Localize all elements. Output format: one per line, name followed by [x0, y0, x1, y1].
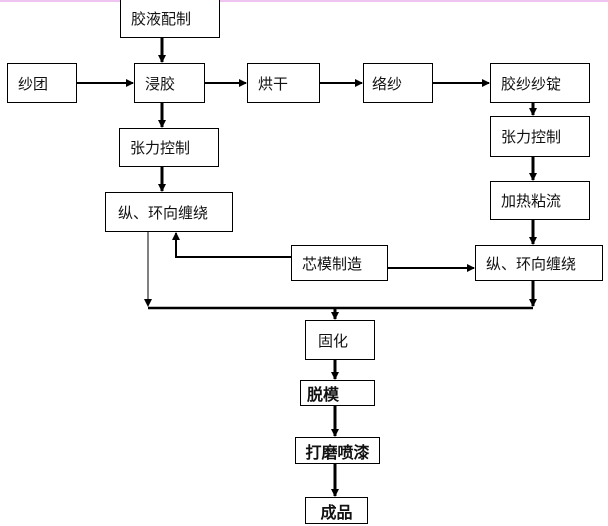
node-glue-yarn-spindle: 胶纱纱锭 — [490, 63, 590, 103]
arrow-mandrel-to-wind-left — [172, 232, 291, 258]
top-border — [0, 0, 608, 2]
node-heat-flow: 加热粘流 — [490, 181, 590, 220]
node-glue-prep: 胶液配制 — [120, 0, 220, 38]
node-drying: 烘干 — [247, 63, 320, 103]
node-winding-yarn: 络纱 — [363, 63, 433, 103]
node-product: 成品 — [305, 497, 368, 524]
node-demolding: 脱模 — [300, 380, 375, 406]
node-grind-paint: 打磨喷漆 — [295, 437, 380, 464]
node-tension-left: 张力控制 — [119, 128, 219, 167]
node-dipping: 浸胶 — [134, 63, 205, 103]
node-yarn-ball: 纱团 — [7, 63, 77, 103]
node-mandrel-make: 芯模制造 — [291, 245, 388, 281]
node-tension-right: 张力控制 — [490, 116, 590, 157]
node-curing: 固化 — [305, 320, 375, 360]
node-filament-wind-right: 纵、环向缠绕 — [475, 245, 603, 281]
node-filament-wind-left: 纵、环向缠绕 — [105, 192, 233, 232]
